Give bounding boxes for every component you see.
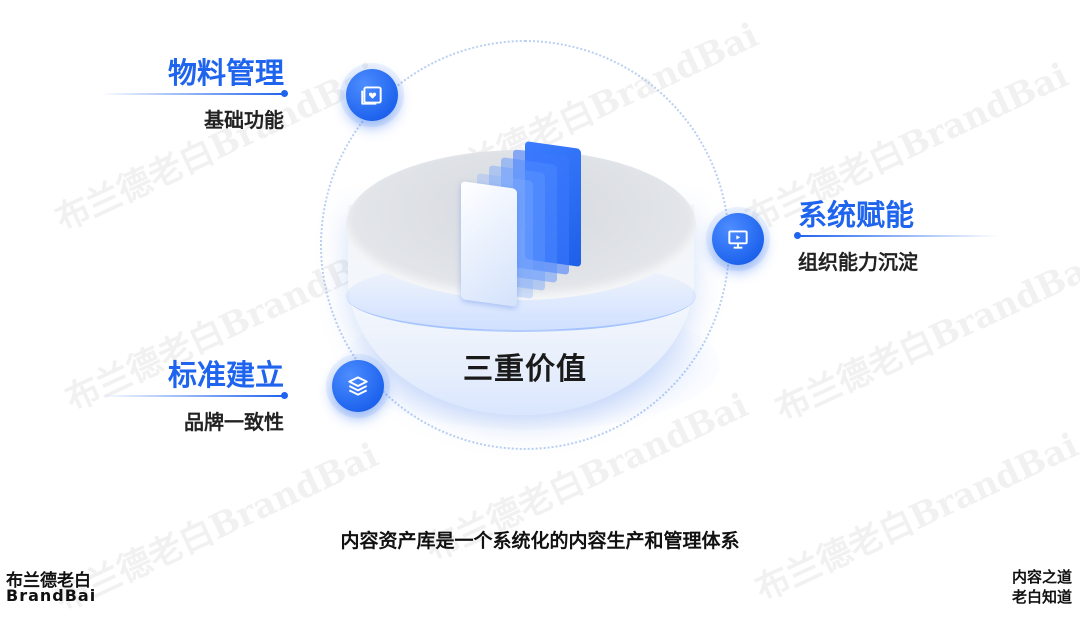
feature-title-materials: 物料管理	[167, 56, 284, 90]
monitor-play-icon	[728, 230, 748, 249]
brand-name-cn: 布兰德老白	[6, 571, 91, 591]
footer-slogan-line1: 内容之道	[1011, 568, 1072, 586]
feature-node-materials	[346, 69, 398, 121]
feature-title-system: 系统赋能	[798, 198, 915, 232]
layers-icon	[348, 376, 368, 396]
footer-slogan-line2: 老白知道	[1011, 588, 1072, 606]
feature-dot	[794, 232, 801, 239]
heart-image-icon	[361, 86, 382, 105]
feature-divider	[798, 235, 998, 237]
feature-subtitle-materials: 基础功能	[204, 108, 284, 132]
card-layer	[461, 181, 517, 307]
feature-node-standards	[332, 360, 384, 412]
feature-dot	[281, 90, 288, 97]
center-title: 三重价值	[463, 352, 587, 387]
brand-name-en: BrandBai	[6, 586, 97, 605]
feature-title-standards: 标准建立	[167, 358, 284, 392]
feature-subtitle-system: 组织能力沉淀	[798, 250, 918, 274]
caption: 内容资产库是一个系统化的内容生产和管理体系	[340, 530, 740, 552]
feature-dot	[281, 392, 288, 399]
stacked-cards-graphic	[455, 141, 605, 307]
watermark: 布兰德老白BrandBai	[49, 435, 385, 620]
feature-node-system	[712, 213, 764, 265]
feature-divider	[100, 93, 284, 95]
feature-divider	[100, 395, 284, 397]
feature-subtitle-standards: 品牌一致性	[184, 410, 284, 434]
